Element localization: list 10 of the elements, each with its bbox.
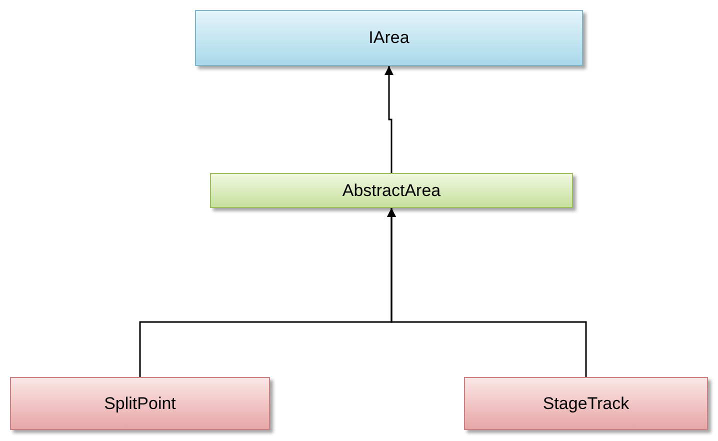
class-name: AbstractArea xyxy=(342,180,441,202)
class-box xyxy=(195,10,583,66)
arrow xyxy=(384,66,394,173)
class-box xyxy=(210,173,573,208)
class-box xyxy=(464,377,708,430)
class-name: StageTrack xyxy=(542,392,630,415)
class-box xyxy=(10,377,270,430)
class-name: SplitPoint xyxy=(104,392,176,415)
arrow xyxy=(387,208,587,377)
class-name: IArea xyxy=(368,27,410,50)
